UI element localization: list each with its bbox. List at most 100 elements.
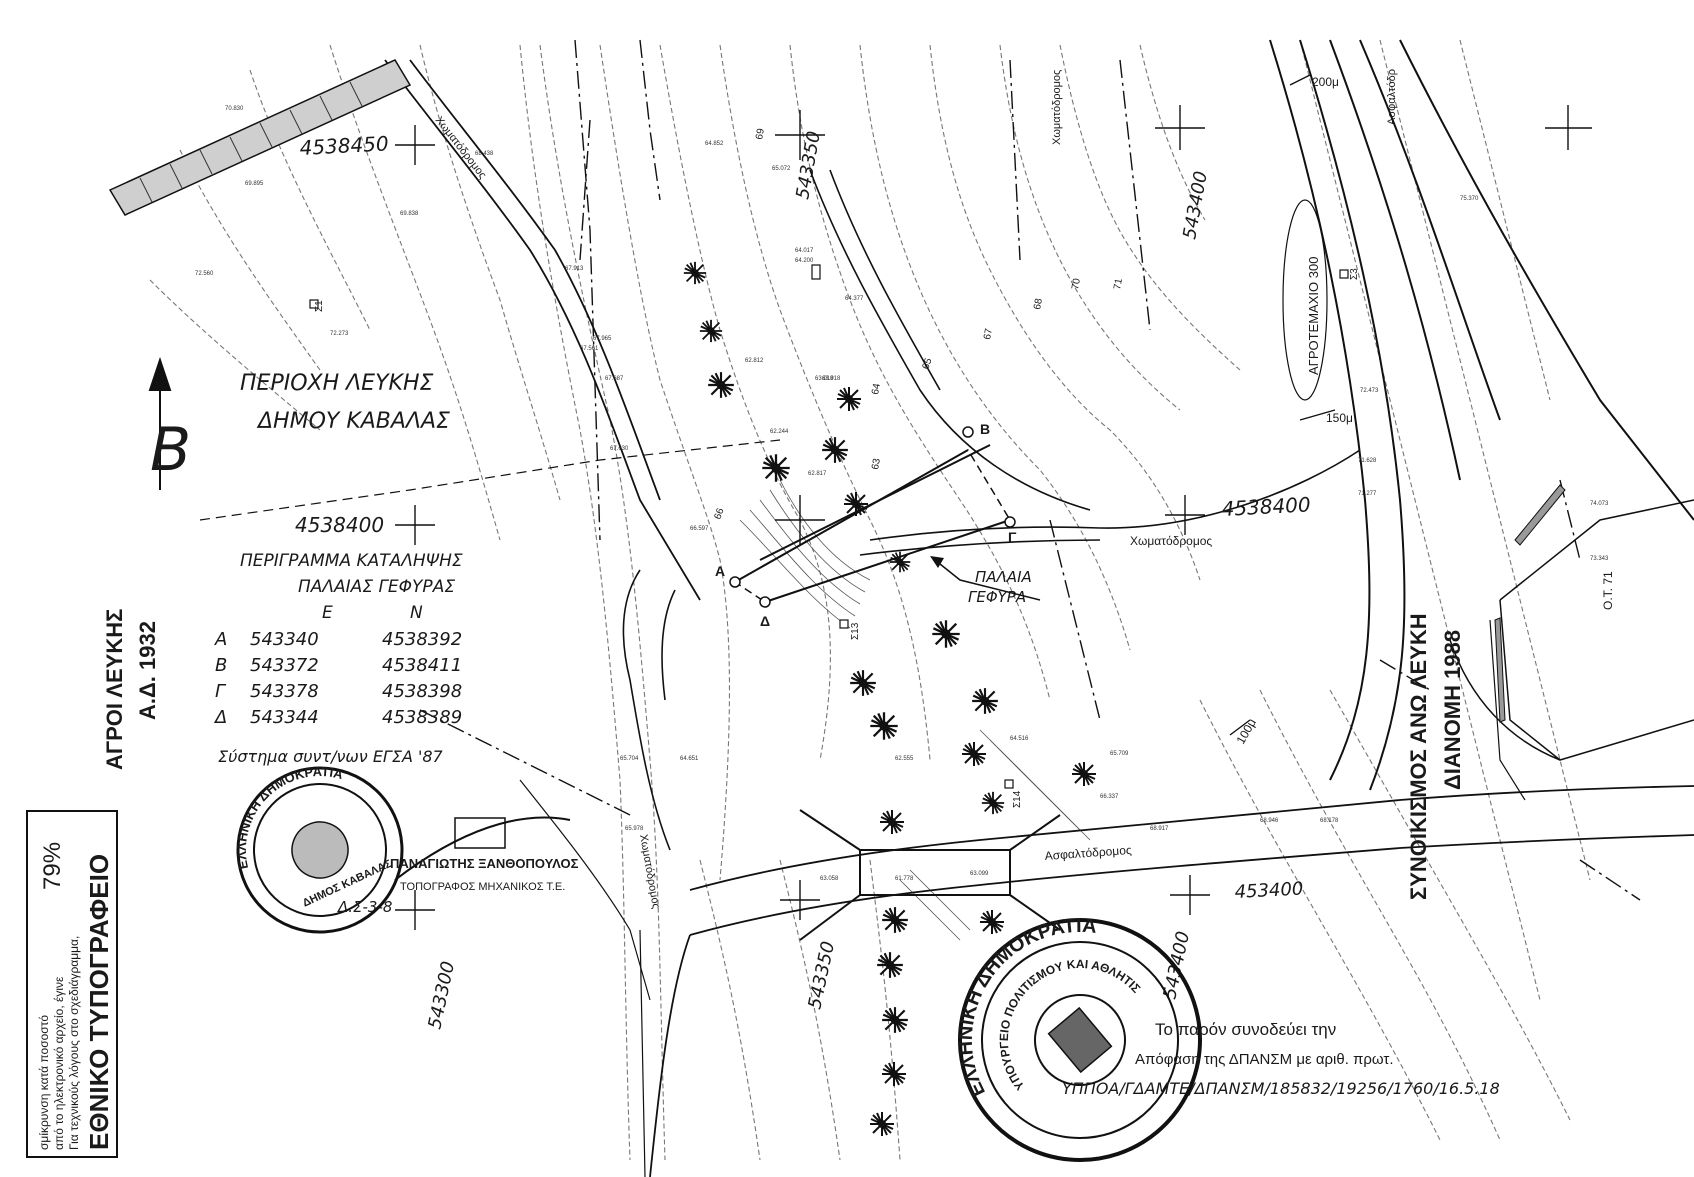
coord-e-543400-top: 543400 bbox=[1179, 170, 1212, 241]
contour-label: 65 bbox=[920, 356, 934, 371]
hatched-strip bbox=[108, 59, 412, 216]
north-arrow bbox=[148, 356, 172, 490]
spot-elevation: 64.017 bbox=[795, 248, 814, 254]
table-row-point: Α bbox=[214, 629, 227, 650]
spot-elevation: 62.244 bbox=[770, 429, 789, 435]
tree-icon bbox=[1071, 761, 1097, 787]
table-row-e: 543378 bbox=[250, 681, 319, 702]
table-header-e: Ε bbox=[322, 603, 333, 623]
publisher-box-content: ΕΘΝΙΚΟ ΤΥΠΟΓΡΑΦΕΙΟ Για τεχνικούς λόγους … bbox=[37, 842, 114, 1150]
contour-label: 67 bbox=[982, 327, 995, 340]
surveyor-stamp: ΠΑΝΑΓΙΩΤΗΣ ΞΑΝΘΟΠΟΥΛΟΣ ΤΟΠΟΓΡΑΦΟΣ ΜΗΧΑΝΙ… bbox=[390, 816, 579, 893]
spot-elevation: 68.438 bbox=[475, 151, 494, 157]
contour-label: 64 bbox=[870, 382, 883, 395]
spot-elevation: 72.273 bbox=[330, 331, 349, 337]
spot-elevation: 65.704 bbox=[620, 756, 639, 762]
point-g-label: Γ bbox=[1008, 529, 1017, 545]
spot-elevation: 62.812 bbox=[745, 358, 764, 364]
spot-elevation: 75.370 bbox=[1460, 196, 1479, 202]
hatched-strips-east bbox=[1494, 484, 1566, 723]
boundary-lines bbox=[419, 39, 1641, 901]
benchmark-label: Σ3 bbox=[1349, 268, 1360, 280]
coord-e-543350: 543350 bbox=[792, 130, 825, 201]
bridge-new bbox=[799, 809, 1061, 941]
table-row-e: 543372 bbox=[250, 655, 319, 676]
distribution-1932-line1: ΑΓΡΟΙ ΛΕΥΚΗΣ bbox=[102, 609, 127, 770]
old-bridge-callout: ΠΑΛΑΙΑ ΓΕΦΥΡΑ bbox=[930, 556, 1041, 606]
surveyor-title: ΤΟΠΟΓΡΑΦΟΣ ΜΗΧΑΝΙΚΟΣ Τ.Ε. bbox=[400, 881, 565, 893]
spot-elevation: 64.651 bbox=[680, 756, 699, 762]
spot-elevation: 72.473 bbox=[1360, 388, 1379, 394]
grid-crosses bbox=[395, 105, 1592, 930]
settlement-label-line1: ΣΥΝΟΙΚΙΣΜΟΣ ΑΝΩ ΛΕΥΚΗ bbox=[1406, 613, 1431, 900]
municipal-stamp: ΕΛΛΗΝΙΚΗ ΔΗΜΟΚΡΑΤΙΑ ΔΗΜΟΣ ΚΑΒΑΛΑΣ bbox=[207, 748, 404, 934]
spot-elevation: 64.377 bbox=[845, 296, 864, 302]
asphalt-road bbox=[649, 785, 1694, 1177]
table-row-point: Γ bbox=[215, 681, 227, 702]
coordinates-table: Ε Ν Α 543340 4538392 Β 543372 4538411 Γ … bbox=[213, 603, 462, 766]
spot-elevation: 68.178 bbox=[1320, 818, 1339, 824]
north-arrow-label: B bbox=[150, 415, 191, 485]
tree-icon bbox=[971, 687, 999, 715]
occupation-title-line2: ΠΑΛΑΙΑΣ ΓΕΦΥΡΑΣ bbox=[298, 577, 455, 597]
gorge-contours bbox=[739, 479, 1091, 941]
benchmark-label: Σ1 bbox=[314, 300, 325, 312]
publisher-note-line2: από το ηλεκτρονικό αρχείο, έγινε bbox=[52, 976, 66, 1150]
municipal-stamp-note: Δ.Σ-3-8 bbox=[337, 898, 392, 916]
tree-icon bbox=[888, 550, 912, 574]
coord-n-4538400-left: 4538400 bbox=[295, 513, 384, 537]
coord-e-543350-bottom: 543350 bbox=[804, 939, 839, 1011]
contour-label: 70 bbox=[1070, 277, 1083, 290]
spot-elevation: 68.917 bbox=[1150, 826, 1169, 832]
area-title-line2: ΔΗΜΟΥ ΚΑΒΑΛΑΣ bbox=[256, 409, 450, 434]
note-line-1: Το παρόν συνοδεύει την bbox=[1155, 1020, 1336, 1039]
tree-icon bbox=[682, 260, 708, 286]
spot-elevation: 67.965 bbox=[593, 336, 612, 342]
table-row-point: Β bbox=[215, 655, 227, 676]
table-header-n: Ν bbox=[410, 603, 423, 623]
contour-lines bbox=[149, 39, 1591, 1161]
spot-elevation: 62.555 bbox=[895, 756, 914, 762]
road-label-dirt-top: Χωματόδρομος bbox=[1051, 70, 1063, 145]
contour-label: 63 bbox=[870, 457, 883, 470]
agro-plot-label: ΑΓΡΟΤΕΜΑΧΙΟ 300 bbox=[1306, 257, 1321, 375]
tree-icon bbox=[869, 711, 899, 741]
area-title-line1: ΠΕΡΙΟΧΗ ΛΕΥΚΗΣ bbox=[240, 371, 433, 396]
coord-n-4538450: 4538450 bbox=[299, 131, 389, 160]
tree-icon bbox=[836, 386, 862, 412]
road-label-asphalt-north: Ασφαλτόδρ bbox=[1386, 69, 1398, 125]
tree-icon bbox=[961, 741, 987, 767]
spot-elevation: 67.913 bbox=[565, 266, 584, 272]
spot-elevation: 67.561 bbox=[580, 346, 599, 352]
old-bridge-label-line1: ΠΑΛΑΙΑ bbox=[975, 568, 1032, 586]
tree-icon bbox=[698, 318, 724, 344]
point-a-label: Α bbox=[715, 563, 725, 579]
spot-elevation: 61.778 bbox=[895, 876, 914, 882]
dirt-road-central bbox=[622, 169, 1361, 851]
bridge-points bbox=[729, 426, 1016, 608]
table-row-n: 4538398 bbox=[382, 681, 462, 702]
benchmark-label: Σ14 bbox=[1012, 790, 1023, 808]
spot-elevation: 66.597 bbox=[690, 526, 709, 532]
highway-east bbox=[1269, 39, 1694, 791]
spot-elevation: 71.277 bbox=[1358, 491, 1377, 497]
spot-elevation: 66.337 bbox=[1100, 794, 1119, 800]
spot-elevations: 70.830 69.895 68.438 67.913 67.965 67.68… bbox=[195, 106, 1609, 882]
tree-icon bbox=[849, 669, 877, 697]
spot-elevation: 69.838 bbox=[400, 211, 419, 217]
spot-elevation: 65.709 bbox=[1110, 751, 1129, 757]
publisher-note-line1: Για τεχνικούς λόγους στο σχεδιάγραμμα, bbox=[67, 936, 81, 1150]
tree-icon bbox=[707, 371, 735, 399]
spot-elevation: 67.687 bbox=[605, 376, 624, 382]
tree-icon bbox=[876, 951, 904, 979]
spot-elevation: 64.852 bbox=[705, 141, 724, 147]
spot-elevation: 65.978 bbox=[625, 826, 644, 832]
tree-icon bbox=[881, 1061, 907, 1087]
benchmark-label: Σ13 bbox=[850, 622, 861, 640]
publisher-name: ΕΘΝΙΚΟ ΤΥΠΟΓΡΑΦΕΙΟ bbox=[84, 854, 114, 1150]
publisher-box: ΕΘΝΙΚΟ ΤΥΠΟΓΡΑΦΕΙΟ Για τεχνικούς λόγους … bbox=[26, 810, 118, 1158]
point-g-marker bbox=[1004, 516, 1016, 528]
table-row-e: 543344 bbox=[250, 707, 319, 728]
spot-elevation: 72.560 bbox=[195, 271, 214, 277]
